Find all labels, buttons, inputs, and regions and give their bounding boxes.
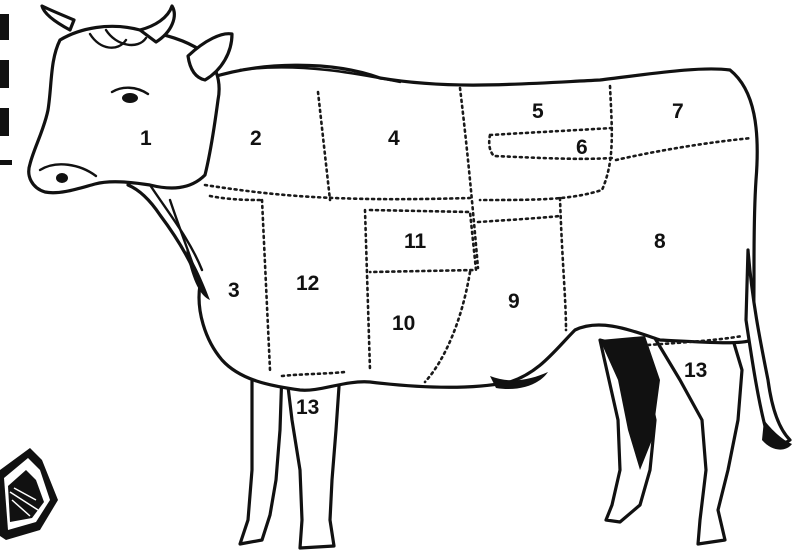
cow-outline bbox=[29, 6, 792, 548]
cut-label-8: 8 bbox=[654, 230, 666, 253]
cut-label-13-front: 13 bbox=[296, 396, 319, 419]
cow-head bbox=[29, 26, 219, 192]
corner-sketch-icon bbox=[0, 448, 58, 540]
horn-left bbox=[42, 6, 74, 30]
cut-label-3: 3 bbox=[228, 279, 240, 302]
cow-eye bbox=[122, 93, 138, 103]
cut-label-9: 9 bbox=[508, 290, 520, 313]
cut-label-12: 12 bbox=[296, 272, 319, 295]
cut-label-6: 6 bbox=[576, 136, 588, 159]
cut-label-4: 4 bbox=[388, 127, 400, 150]
cut-label-1: 1 bbox=[140, 127, 152, 150]
cow-body bbox=[128, 65, 757, 390]
edge-dash-marker bbox=[0, 14, 12, 165]
cut-label-13-rear: 13 bbox=[684, 359, 707, 382]
cut-label-5: 5 bbox=[532, 100, 544, 123]
cut-label-2: 2 bbox=[250, 127, 262, 150]
cut-label-7: 7 bbox=[672, 100, 684, 123]
cut-label-11: 11 bbox=[404, 230, 427, 253]
cut-label-10: 10 bbox=[392, 312, 415, 335]
cow-nostril bbox=[56, 173, 68, 183]
